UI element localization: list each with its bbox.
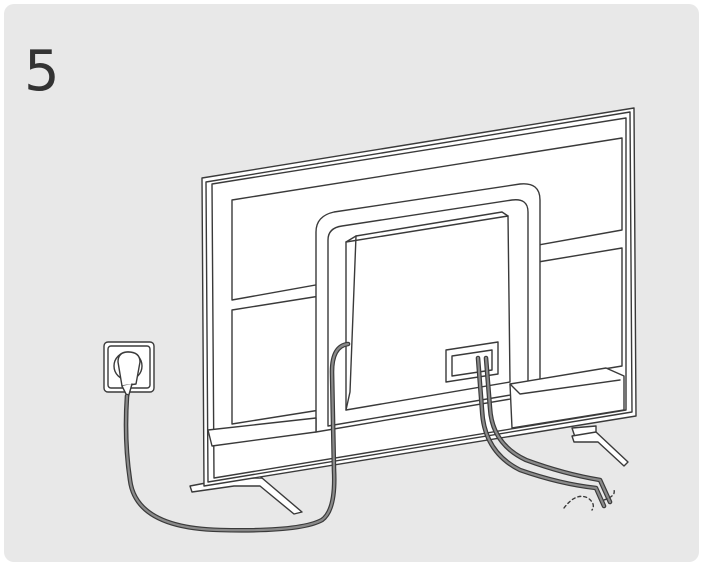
power-cable-icon [123, 341, 351, 533]
tv-back-icon [201, 107, 637, 487]
step-number: 5 [24, 39, 60, 104]
right-stand-icon [571, 425, 629, 467]
power-plug-icon [117, 351, 141, 399]
cable-bundle-icon [475, 355, 615, 511]
